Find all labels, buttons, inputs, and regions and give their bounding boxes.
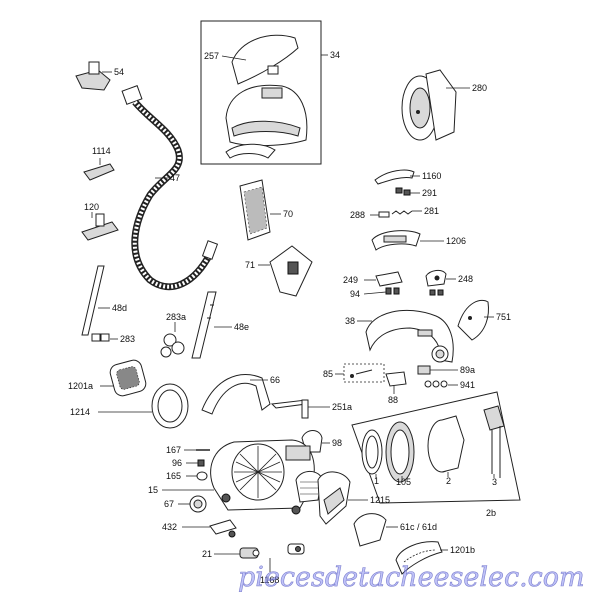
label-432: 432 xyxy=(162,522,177,532)
label-48d: 48d xyxy=(112,303,127,313)
label-751: 751 xyxy=(496,312,511,322)
label-120: 120 xyxy=(84,202,99,212)
bag-holder-part xyxy=(269,245,313,297)
part-288 xyxy=(378,211,390,218)
label-257: 257 xyxy=(204,51,219,61)
ring-1214-part xyxy=(151,383,189,429)
label-70: 70 xyxy=(283,209,293,219)
label-291: 291 xyxy=(422,188,437,198)
filter-1201a-part xyxy=(109,359,147,397)
part-89a xyxy=(417,365,431,375)
label-71: 71 xyxy=(245,260,255,270)
part-165 xyxy=(196,471,208,481)
filter-grille-part xyxy=(239,179,271,241)
motor-group-parts xyxy=(361,405,505,483)
label-48e: 48e xyxy=(234,322,249,332)
handle-1206-part xyxy=(371,230,421,251)
part-248 xyxy=(425,269,447,296)
label-105: 105 xyxy=(396,477,411,487)
label-61c-61d: 61c / 61d xyxy=(400,522,437,532)
clip-283-part xyxy=(91,333,110,342)
label-251a: 251a xyxy=(332,402,352,412)
label-1168: 1168 xyxy=(260,575,279,585)
rod-251a-part xyxy=(270,399,309,419)
label-85: 85 xyxy=(323,369,333,379)
switch-1160-part xyxy=(374,169,415,185)
label-165: 165 xyxy=(166,471,181,481)
label-1214: 1214 xyxy=(70,407,90,417)
wheel-67-part xyxy=(189,495,207,513)
label-1215: 1215 xyxy=(370,495,390,505)
upper-body-38-part xyxy=(365,309,454,363)
label-2: 2 xyxy=(446,476,451,486)
label-47: 47 xyxy=(170,173,180,183)
cover-1215-part xyxy=(317,471,351,525)
main-body-part xyxy=(210,439,323,515)
label-88: 88 xyxy=(388,395,398,405)
label-283a: 283a xyxy=(166,312,186,322)
part-941 xyxy=(424,380,448,388)
part-88 xyxy=(385,371,407,387)
tube-48e-part xyxy=(191,291,217,359)
label-94: 94 xyxy=(350,289,360,299)
cover-group-frame xyxy=(200,20,322,165)
label-66: 66 xyxy=(270,375,280,385)
clip-283a-part xyxy=(160,333,185,358)
brush-part xyxy=(83,163,115,181)
label-34: 34 xyxy=(330,50,340,60)
spring-281-part xyxy=(391,210,413,215)
cable-reel-part xyxy=(401,69,457,141)
label-281: 281 xyxy=(424,206,439,216)
label-38: 38 xyxy=(345,316,355,326)
top-cover-part xyxy=(225,34,308,159)
label-67: 67 xyxy=(164,499,174,509)
label-288: 288 xyxy=(350,210,365,220)
hose-part xyxy=(121,85,219,291)
motor-group-frame xyxy=(351,391,521,504)
part-751 xyxy=(457,299,489,341)
part-249 xyxy=(375,271,403,295)
label-248: 248 xyxy=(458,274,473,284)
label-167: 167 xyxy=(166,445,181,455)
label-1: 1 xyxy=(374,476,379,486)
watermark: piecesdetacheeselec.com xyxy=(238,562,585,593)
part-85 xyxy=(343,363,385,383)
part-21 xyxy=(239,547,260,559)
label-1160: 1160 xyxy=(422,171,441,181)
part-432 xyxy=(209,519,237,538)
part-1168 xyxy=(287,543,305,555)
label-21: 21 xyxy=(202,549,212,559)
label-2b: 2b xyxy=(486,508,496,518)
label-1201a: 1201a xyxy=(68,381,93,391)
label-283: 283 xyxy=(120,334,135,344)
label-96: 96 xyxy=(172,458,182,468)
label-3: 3 xyxy=(492,477,497,487)
label-15: 15 xyxy=(148,485,158,495)
label-98: 98 xyxy=(332,438,342,448)
floor-tool-part xyxy=(81,213,119,241)
part-61c-61d xyxy=(353,513,387,547)
label-1201b: 1201b xyxy=(450,545,475,555)
label-280: 280 xyxy=(472,83,487,93)
crevice-nozzle-part xyxy=(75,61,111,91)
carry-handle-66-part xyxy=(201,374,271,415)
tube-48d-part xyxy=(81,265,105,336)
part-291 xyxy=(395,187,411,196)
label-1206: 1206 xyxy=(446,236,466,246)
label-89a: 89a xyxy=(460,365,475,375)
label-249: 249 xyxy=(343,275,358,285)
label-941: 941 xyxy=(460,380,475,390)
label-1114: 1114 xyxy=(92,146,111,156)
filter-1201b-part xyxy=(395,541,443,575)
part-96 xyxy=(197,459,205,467)
label-54: 54 xyxy=(114,67,124,77)
